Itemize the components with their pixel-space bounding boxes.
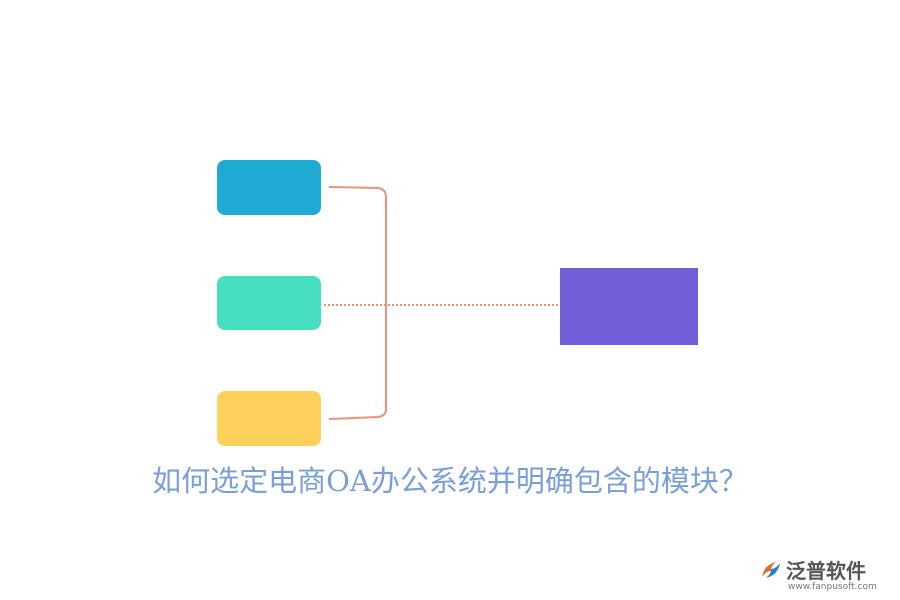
node-teal-box (217, 276, 321, 330)
diagram-title: 如何选定电商OA办公系统并明确包含的模块？ (152, 464, 748, 498)
fanpu-logo: 泛普软件 www.fanpusoft.com (758, 555, 888, 595)
brand-url: www.fanpusoft.com (788, 582, 877, 592)
node-purple-box (560, 268, 698, 345)
node-blue-box (217, 160, 321, 215)
bracket-line (328, 186, 387, 420)
brand-name: 泛普软件 (786, 559, 866, 583)
node-yellow-box (217, 391, 321, 446)
fanpu-logo-icon (762, 562, 780, 578)
